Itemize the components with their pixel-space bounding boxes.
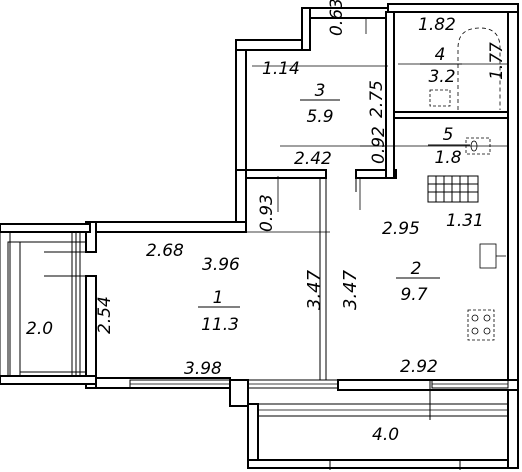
room-label-2: 2 9.7 <box>396 259 440 305</box>
dim-label: 3.47 <box>340 269 361 310</box>
windows <box>129 379 509 389</box>
dim-label: 2.95 <box>382 219 420 239</box>
dim-label: 1.82 <box>418 15 456 35</box>
dim-label: 3.47 <box>304 269 325 310</box>
dim-label: 1.77 <box>487 42 507 80</box>
room-number-2: 2 <box>411 259 422 279</box>
dim-label: 0.93 <box>257 194 277 232</box>
room-label-5: 5 1.8 <box>428 125 470 168</box>
radiator <box>427 175 479 203</box>
room-area-4: 3.2 <box>428 67 455 87</box>
dim-label: 1.14 <box>262 59 300 79</box>
room-label-4: 4 3.2 <box>420 45 462 87</box>
stove <box>467 309 495 341</box>
dim-label: 2.75 <box>367 80 387 118</box>
sink <box>429 89 451 107</box>
room-label-1: 1 11.3 <box>198 288 240 335</box>
room-number-4: 4 <box>435 45 446 65</box>
outer-walls <box>85 3 519 407</box>
room-number-5: 5 <box>443 125 454 145</box>
dim-label: 2.54 <box>95 296 115 334</box>
room-label-3: 3 5.9 <box>300 81 340 127</box>
room-area-3: 5.9 <box>306 107 333 127</box>
dim-label: 4.0 <box>372 425 399 445</box>
room-area-2: 9.7 <box>400 285 427 305</box>
partitions <box>245 11 509 381</box>
dim-label: 2.42 <box>294 149 332 169</box>
dim-label: 2.92 <box>400 357 438 377</box>
dim-label: 3.98 <box>184 359 222 379</box>
dimension-lines <box>234 18 508 233</box>
dim-label: 2.68 <box>146 241 184 261</box>
room-area-5: 1.8 <box>434 148 461 168</box>
dim-label: 1.31 <box>446 211 484 231</box>
dim-label: 0.92 <box>369 126 389 164</box>
left-balcony <box>0 223 97 385</box>
kitchen-sink <box>479 243 497 269</box>
room-area-1: 11.3 <box>201 315 239 335</box>
room-number-3: 3 <box>315 81 326 101</box>
dim-label: 3.96 <box>202 255 240 275</box>
dim-label: 0.63 <box>327 0 347 36</box>
bathtub <box>457 27 501 110</box>
room-number-1: 1 <box>213 288 224 308</box>
dimension-labels: 0.63 1.82 1.14 1.77 2.75 0.92 2.42 0.93 … <box>26 0 507 445</box>
dim-label: 2.0 <box>26 319 53 339</box>
bottom-balcony <box>247 389 519 470</box>
